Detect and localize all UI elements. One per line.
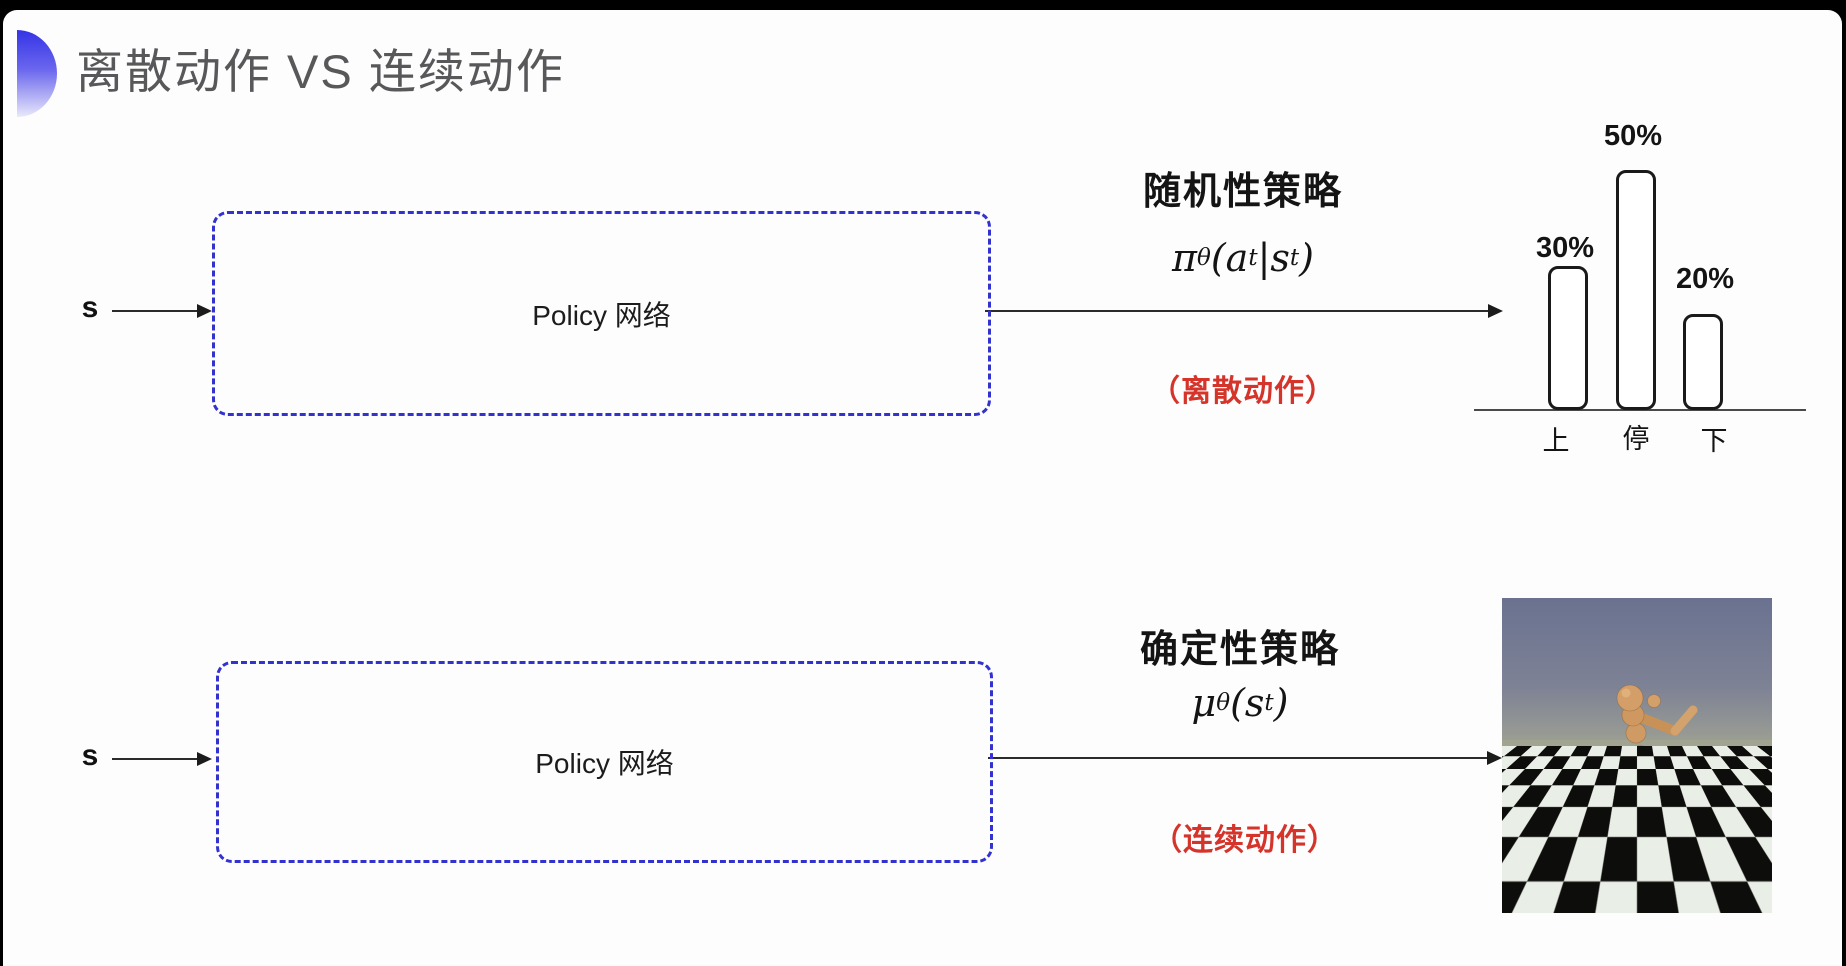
bar-value-label: 50%: [1603, 120, 1663, 152]
bar-category-label: 停: [1622, 424, 1650, 454]
frame-top-bar: [0, 0, 1846, 10]
policy-network-label: Policy 网络: [535, 748, 674, 779]
state-input-label-top: s: [81, 291, 99, 324]
formula-term: |s: [1257, 236, 1290, 280]
humanoid-figure: [1556, 684, 1698, 906]
state-input-label-bottom: s: [81, 739, 99, 772]
bar-up: [1548, 266, 1588, 410]
stochastic-policy-title: 随机性策略: [1142, 171, 1343, 213]
frame-right-edge: [1842, 0, 1846, 966]
bar-category-label: 上: [1542, 426, 1570, 456]
deterministic-policy-title: 确定性策略: [1139, 629, 1340, 671]
continuous-action-note: （连续动作）: [1152, 824, 1338, 857]
policy-network-box-top: Policy 网络: [212, 211, 991, 416]
formula-term: (s: [1230, 681, 1265, 725]
bar-stop: [1616, 170, 1656, 410]
action-probability-chart: [1474, 95, 1806, 410]
discrete-action-note: （离散动作）: [1150, 375, 1336, 408]
policy-network-box-bottom: Policy 网络: [216, 661, 993, 863]
bar-value-label: 30%: [1535, 232, 1595, 264]
formula-term: ): [1273, 681, 1289, 725]
formula-term: π: [1172, 236, 1197, 280]
frame-left-edge: [0, 0, 3, 966]
formula-term: (a: [1210, 236, 1249, 280]
bar-category-label: 下: [1700, 426, 1728, 456]
bar-value-label: 20%: [1675, 263, 1735, 295]
policy-network-label: Policy 网络: [532, 299, 671, 331]
formula-term: μ: [1191, 681, 1217, 725]
humanoid-simulation-image: [1502, 598, 1772, 913]
formula-term: ): [1299, 236, 1314, 280]
bar-down: [1683, 314, 1723, 410]
page-title: 离散动作 VS 连续动作: [76, 45, 565, 98]
